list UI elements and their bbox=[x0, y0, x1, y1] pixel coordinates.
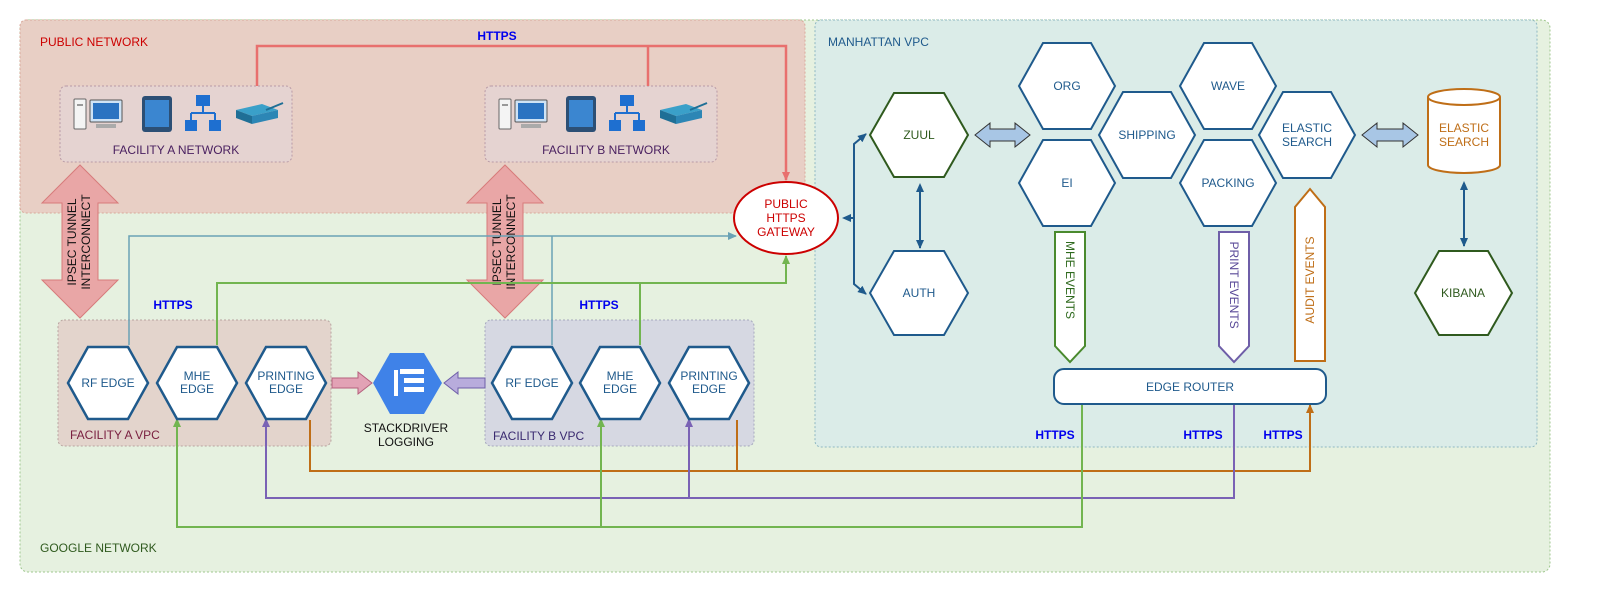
ipsec-tunnel-b: IPSEC TUNNEL INTERCONNECT bbox=[465, 164, 545, 319]
es-hex-label1: ELASTIC bbox=[1282, 121, 1332, 135]
logging-arrow-b bbox=[443, 370, 486, 396]
mhe-edge-a-label1: MHE bbox=[184, 369, 211, 383]
tablet-icon bbox=[142, 96, 172, 132]
mhe-edge-b[interactable]: MHE EDGE bbox=[578, 345, 662, 421]
public-network-region bbox=[19, 19, 806, 214]
manhattan-vpc-region bbox=[814, 19, 1538, 448]
scanner-device-icon bbox=[660, 102, 708, 124]
facility-a-devices bbox=[73, 95, 284, 132]
ipsec-tunnel-a: IPSEC TUNNEL INTERCONNECT bbox=[40, 164, 120, 319]
mhe-events-return-line bbox=[173, 404, 1083, 528]
ipsec-tunnel-a-line1: IPSEC TUNNEL bbox=[65, 198, 79, 285]
edge-router[interactable]: EDGE ROUTER bbox=[1053, 368, 1327, 405]
es-services-arrow bbox=[1361, 121, 1419, 149]
google-network-label: GOOGLE NETWORK bbox=[40, 541, 157, 555]
https-label-audit: HTTPS bbox=[1263, 428, 1302, 442]
print-events-label: PRINT EVENTS bbox=[1227, 241, 1241, 328]
mhe-edge-b-label2: EDGE bbox=[603, 382, 637, 396]
gateway-label3: GATEWAY bbox=[757, 225, 815, 239]
print-events-arrow: PRINT EVENTS bbox=[1218, 231, 1250, 364]
facility-b-devices bbox=[498, 95, 708, 132]
zuul-services-arrow bbox=[974, 121, 1031, 149]
mhe-events-arrow: MHE EVENTS bbox=[1054, 231, 1086, 364]
kibana-service[interactable]: KIBANA bbox=[1413, 250, 1514, 336]
rf-edge-a[interactable]: RF EDGE bbox=[66, 345, 150, 421]
auth-label: AUTH bbox=[903, 286, 936, 300]
gateway-label2: HTTPS bbox=[766, 211, 805, 225]
gateway-zuul-link bbox=[842, 133, 867, 222]
network-hierarchy-icon bbox=[609, 95, 645, 131]
es-db-label1: ELASTIC bbox=[1439, 121, 1489, 135]
mhe-events-label: MHE EVENTS bbox=[1063, 241, 1077, 319]
ipsec-tunnel-b-line1: IPSEC TUNNEL bbox=[490, 198, 504, 285]
printing-edge-b-label1: PRINTING bbox=[680, 369, 737, 383]
https-label-mhe-return: HTTPS bbox=[1035, 428, 1074, 442]
public-https-gateway[interactable]: PUBLIC HTTPS GATEWAY bbox=[733, 181, 839, 255]
orange-https-line bbox=[309, 404, 1314, 472]
stackdriver-logging-icon bbox=[373, 353, 442, 414]
printing-edge-a-label1: PRINTING bbox=[257, 369, 314, 383]
mhe-edge-a-label2: EDGE bbox=[180, 382, 214, 396]
gateway-label1: PUBLIC bbox=[764, 197, 808, 211]
https-label-top: HTTPS bbox=[477, 29, 516, 43]
ei-service[interactable]: EI bbox=[1017, 139, 1117, 227]
edge-router-label: EDGE ROUTER bbox=[1146, 380, 1234, 394]
manhattan-vpc-label: MANHATTAN VPC bbox=[828, 35, 929, 49]
gateway-auth-link bbox=[853, 218, 867, 295]
mhe-edge-b-label1: MHE bbox=[607, 369, 634, 383]
facility-b-network-label: FACILITY B NETWORK bbox=[542, 143, 670, 157]
rf-edge-a-line bbox=[128, 232, 737, 345]
elastic-search-service[interactable]: ELASTIC SEARCH bbox=[1257, 91, 1357, 179]
mhe-edge-a-line bbox=[216, 255, 790, 345]
facility-b-vpc-label: FACILITY B VPC bbox=[493, 429, 584, 443]
network-hierarchy-icon bbox=[185, 95, 221, 131]
scanner-device-icon bbox=[236, 102, 284, 124]
audit-events-arrow: AUDIT EVENTS bbox=[1294, 187, 1326, 362]
facility-a-vpc-label: FACILITY A VPC bbox=[70, 428, 160, 442]
public-network-label: PUBLIC NETWORK bbox=[40, 35, 148, 49]
wave-label: WAVE bbox=[1211, 79, 1245, 93]
printing-edge-b[interactable]: PRINTING EDGE bbox=[667, 345, 751, 421]
es-db-label2: SEARCH bbox=[1439, 135, 1489, 149]
auth-service[interactable]: AUTH bbox=[868, 250, 970, 336]
rf-edge-b-label: RF EDGE bbox=[505, 376, 558, 390]
ei-label: EI bbox=[1061, 176, 1072, 190]
stackdriver-label-line1: STACKDRIVER bbox=[364, 421, 449, 435]
mhe-edge-a[interactable]: MHE EDGE bbox=[155, 345, 239, 421]
audit-events-label: AUDIT EVENTS bbox=[1303, 236, 1317, 323]
ipsec-tunnel-b-line2: INTERCONNECT bbox=[504, 194, 518, 290]
rf-edge-b[interactable]: RF EDGE bbox=[490, 345, 574, 421]
print-events-return-line bbox=[262, 404, 1235, 499]
elastic-search-database[interactable]: ELASTIC SEARCH bbox=[1427, 88, 1501, 174]
facility-a-network-label: FACILITY A NETWORK bbox=[113, 143, 239, 157]
desktop-computer-icon bbox=[498, 98, 548, 130]
logging-arrow-a bbox=[331, 370, 373, 396]
printing-edge-a-label2: EDGE bbox=[269, 382, 303, 396]
rf-edge-a-label: RF EDGE bbox=[81, 376, 134, 390]
stackdriver-label-line2: LOGGING bbox=[378, 435, 434, 449]
zuul-service[interactable]: ZUUL bbox=[868, 92, 970, 178]
shipping-label: SHIPPING bbox=[1118, 128, 1175, 142]
packing-service[interactable]: PACKING bbox=[1178, 139, 1278, 227]
org-label: ORG bbox=[1053, 79, 1080, 93]
ipsec-tunnel-a-line2: INTERCONNECT bbox=[79, 194, 93, 290]
printing-edge-a[interactable]: PRINTING EDGE bbox=[244, 345, 328, 421]
packing-label: PACKING bbox=[1201, 176, 1254, 190]
zuul-label: ZUUL bbox=[903, 128, 935, 142]
kibana-label: KIBANA bbox=[1441, 286, 1485, 300]
printing-edge-b-label2: EDGE bbox=[692, 382, 726, 396]
https-label-facility-a: HTTPS bbox=[153, 298, 192, 312]
public-https-line bbox=[255, 44, 790, 181]
https-label-facility-b: HTTPS bbox=[579, 298, 618, 312]
shipping-service[interactable]: SHIPPING bbox=[1097, 91, 1197, 179]
https-label-print-return: HTTPS bbox=[1183, 428, 1222, 442]
tablet-icon bbox=[566, 96, 596, 132]
desktop-computer-icon bbox=[73, 98, 123, 130]
es-hex-label2: SEARCH bbox=[1282, 135, 1332, 149]
org-service[interactable]: ORG bbox=[1017, 42, 1117, 130]
wave-service[interactable]: WAVE bbox=[1178, 42, 1278, 130]
